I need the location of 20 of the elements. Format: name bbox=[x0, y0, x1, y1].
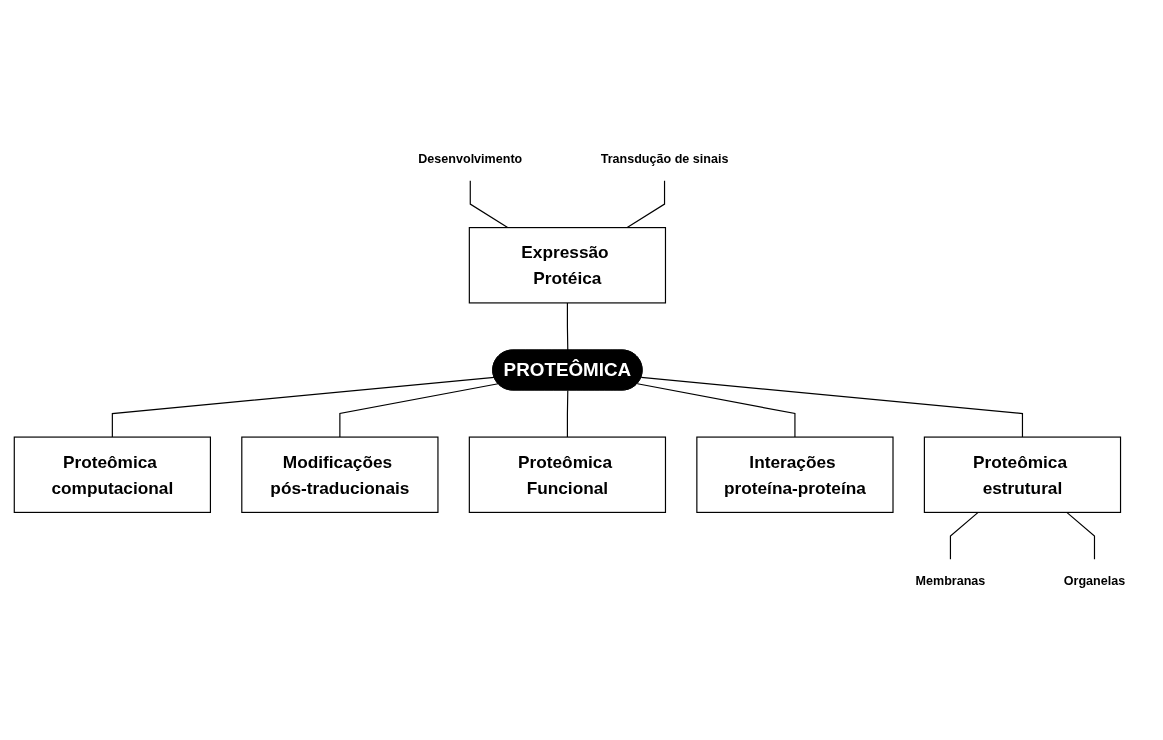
node-text: Organelas bbox=[1063, 573, 1126, 587]
node-box: Proteômica Funcional bbox=[468, 436, 667, 513]
connector bbox=[949, 511, 979, 561]
connector bbox=[111, 376, 495, 438]
node-box: Modificações pós-traducionais bbox=[241, 436, 439, 513]
connector bbox=[1066, 511, 1096, 561]
connector bbox=[339, 383, 499, 438]
node-text: Membranas bbox=[915, 573, 986, 587]
connector bbox=[640, 376, 1024, 438]
node-box: Expressão Protéica bbox=[468, 227, 667, 304]
node-box: Proteômica estrutural bbox=[923, 436, 1122, 513]
connector bbox=[636, 383, 796, 438]
connector bbox=[566, 389, 569, 438]
connector bbox=[626, 179, 666, 229]
node-text: Transdução de sinais bbox=[600, 152, 729, 166]
node-text: Desenvolvimento bbox=[418, 152, 523, 166]
connector bbox=[566, 302, 569, 351]
connector bbox=[469, 179, 509, 229]
node-box: Interações proteína-proteína bbox=[696, 436, 894, 513]
node-box: Proteômica computacional bbox=[13, 436, 211, 513]
